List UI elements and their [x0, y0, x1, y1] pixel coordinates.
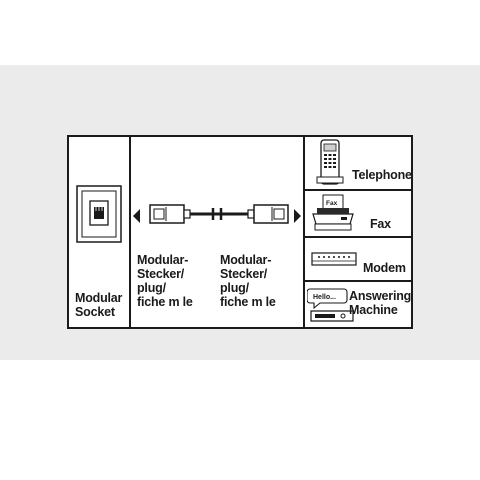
divider-row-1 [303, 189, 411, 191]
diagram-frame: Modular Socket [67, 135, 413, 329]
modular-cable-icon [149, 201, 289, 227]
plug-left-label: Modular- Stecker/ plug/ fiche m le [137, 253, 193, 309]
answering-label-line1: Answering [349, 289, 412, 303]
wall-socket-icon [76, 185, 122, 243]
plug-right-line2: Stecker/ [220, 267, 268, 281]
fax-screen-label: Fax [326, 200, 338, 207]
divider-socket [129, 137, 131, 327]
socket-label-line1: Modular [75, 291, 123, 305]
arrow-right-icon [293, 209, 301, 223]
plug-right-line4: fiche m le [220, 295, 276, 309]
plug-right-line1: Modular- [220, 253, 272, 267]
plug-left-line1: Modular- [137, 253, 189, 267]
socket-label-line2: Socket [75, 305, 115, 319]
fax-label: Fax [370, 217, 391, 231]
plug-right-icon [247, 204, 289, 224]
plug-left-icon [149, 204, 191, 224]
plug-left-line4: fiche m le [137, 295, 193, 309]
answering-machine-label: Answering Machine [349, 289, 411, 317]
plug-right-line3: plug/ [220, 281, 249, 295]
arrow-left-icon [133, 209, 141, 223]
divider-devices [303, 137, 305, 327]
socket-label: Modular Socket [75, 291, 122, 319]
telephone-icon [315, 139, 345, 185]
answering-machine-icon: Hello... [307, 287, 357, 325]
plug-left-line2: Stecker/ [137, 267, 185, 281]
plug-right-label: Modular- Stecker/ plug/ fiche m le [220, 253, 276, 309]
modem-icon [311, 251, 357, 267]
fax-icon: Fax [311, 194, 355, 234]
speech-bubble-text: Hello... [313, 294, 336, 301]
modem-label: Modem [363, 261, 406, 275]
divider-row-2 [303, 236, 411, 238]
divider-row-3 [303, 280, 411, 282]
plug-left-line3: plug/ [137, 281, 166, 295]
telephone-label: Telephone [352, 168, 412, 182]
answering-label-line2: Machine [349, 303, 398, 317]
